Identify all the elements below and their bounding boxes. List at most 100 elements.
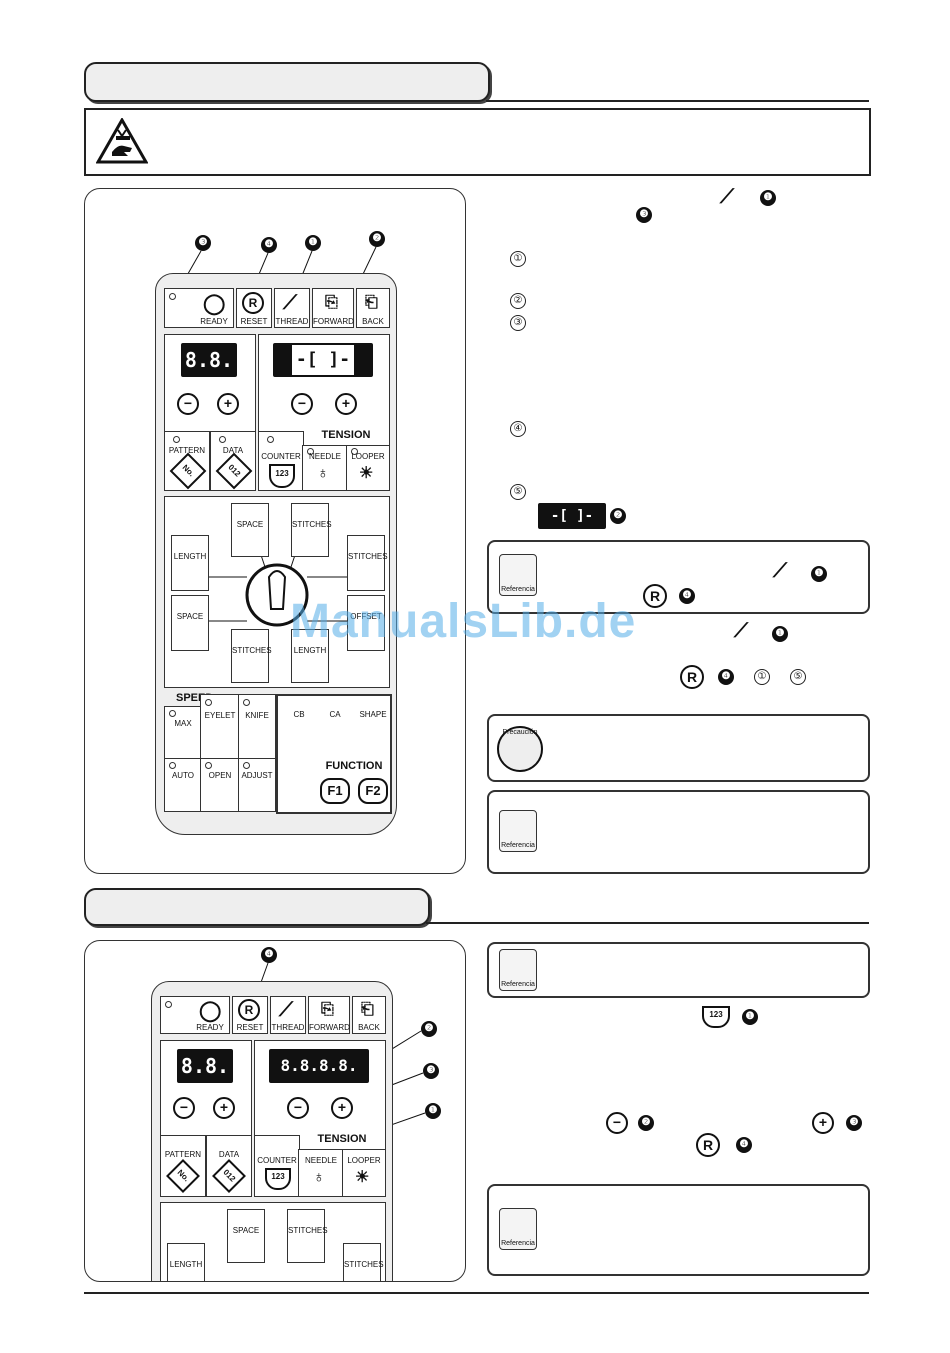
looper-tension-icon[interactable]: ☀	[359, 465, 374, 482]
data-display-text: -[ ]-	[291, 345, 355, 375]
reset-button[interactable]: R	[242, 292, 264, 314]
knife-led	[243, 699, 250, 706]
max-key[interactable]: MAX	[164, 706, 202, 760]
data-minus-button[interactable]: −	[291, 393, 313, 415]
thread-label-2: THREAD	[271, 1023, 305, 1032]
counter-key[interactable]: 123	[269, 464, 295, 488]
minus-inline: −	[606, 1112, 628, 1134]
auto-key[interactable]: AUTO	[164, 758, 202, 812]
counter-plus-button[interactable]: +	[331, 1097, 353, 1119]
back-icon[interactable]: ⎗	[365, 294, 378, 311]
caution-note: Precaución	[487, 714, 870, 782]
stitches-top-key-2[interactable]: STITCHES	[287, 1209, 328, 1263]
looper-tension-icon-2[interactable]: ☀	[355, 1169, 370, 1186]
operation-panel-figure-2: ❹ ❷ ❸ ❶ ◯ READY R RESET ⟋ THREAD ⎘ FORWA…	[84, 940, 466, 1282]
stitches-top-key[interactable]: STITCHES	[291, 503, 332, 557]
inline-display: -[ ]-	[538, 503, 606, 529]
back-cell-2: ⎗ BACK	[352, 996, 386, 1034]
pattern-plus-button-2[interactable]: +	[213, 1097, 235, 1119]
needle-key-cell-2: NEEDLE ♁	[298, 1149, 344, 1197]
callout-inline-1a: ❶	[760, 190, 776, 206]
counter-key-2[interactable]: 123	[265, 1168, 291, 1190]
length-left-key-2[interactable]: LENGTH	[167, 1243, 205, 1281]
adjust-led	[243, 762, 250, 769]
forward-icon-2[interactable]: ⎘	[321, 1001, 334, 1018]
knife-key[interactable]: KNIFE	[238, 694, 276, 760]
data-key[interactable]: 012	[215, 452, 253, 490]
data-key-2[interactable]: 012	[212, 1159, 246, 1193]
reset-button-2[interactable]: R	[238, 999, 260, 1021]
data-plus-button[interactable]: +	[335, 393, 357, 415]
precaucion-icon-label: Precaución	[502, 729, 538, 736]
ready-icon-2[interactable]: ◯	[199, 1000, 222, 1022]
knife-label: KNIFE	[245, 711, 269, 720]
space-top-key-2[interactable]: SPACE	[227, 1209, 265, 1263]
function-label: FUNCTION	[325, 760, 383, 772]
referencia-icon-label: Referencia	[501, 1240, 535, 1247]
ready-icon[interactable]: ◯	[203, 293, 226, 315]
stitches-right-label: STITCHES	[348, 552, 388, 561]
counter-icon-inline: 123	[702, 1006, 730, 1028]
pattern-minus-button-2[interactable]: −	[173, 1097, 195, 1119]
back-icon-2[interactable]: ⎗	[361, 1001, 374, 1018]
forward-icon[interactable]: ⎘	[325, 294, 338, 311]
callout-inline-2b: ❷	[638, 1115, 654, 1131]
open-key[interactable]: OPEN	[200, 758, 240, 812]
needle-tension-icon[interactable]: ♁	[317, 465, 329, 482]
eyelet-label: EYELET	[204, 711, 236, 720]
section-2-rule	[426, 922, 869, 924]
reference-note-3: Referencia	[487, 942, 870, 998]
tension-label: TENSION	[321, 429, 371, 441]
space-top-key[interactable]: SPACE	[231, 503, 269, 557]
pattern-number-display: 8.8.	[181, 343, 237, 377]
precaucion-icon: Precaución	[497, 726, 543, 772]
ready-cell: ◯ READY	[164, 288, 234, 328]
open-label: OPEN	[208, 771, 232, 780]
offset-right-key[interactable]: OFFSET	[347, 595, 385, 651]
cb-label[interactable]: CB	[293, 710, 305, 719]
tension-label-2: TENSION	[317, 1133, 367, 1145]
pattern-plus-button[interactable]: +	[217, 393, 239, 415]
reference-note-2: Referencia	[487, 790, 870, 874]
pattern-key-cell: PATTERN No.	[164, 431, 210, 491]
data-label-2: DATA	[218, 1150, 240, 1159]
pattern-key[interactable]: No.	[169, 452, 207, 490]
counter-minus-button[interactable]: −	[287, 1097, 309, 1119]
eyelet-key[interactable]: EYELET	[200, 694, 240, 760]
section-2-title-tab	[84, 888, 430, 926]
needle-tension-icon-2[interactable]: ♁	[313, 1169, 325, 1186]
thread-icon[interactable]: ⟋	[283, 292, 297, 314]
reset-inline-1: R	[643, 584, 667, 608]
pattern-minus-button[interactable]: −	[177, 393, 199, 415]
ready-label-2: READY	[196, 1023, 224, 1032]
hand-caution-icon	[96, 118, 148, 164]
back-cell: ⎗ BACK	[356, 288, 390, 328]
reference-note-1: Referencia ⟋ ❶ R ❹	[487, 540, 870, 614]
data-display: -[ ]-	[273, 343, 373, 377]
callout-2-fig2: ❷	[421, 1021, 437, 1037]
length-left-key[interactable]: LENGTH	[171, 535, 209, 591]
looper-led	[351, 448, 358, 455]
pattern-key-2[interactable]: No.	[166, 1159, 200, 1193]
shape-label[interactable]: SHAPE	[359, 710, 387, 719]
adjust-key[interactable]: ADJUST	[238, 758, 276, 812]
stitches-right-key[interactable]: STITCHES	[347, 535, 388, 591]
data-key-cell-2: DATA 012	[206, 1135, 252, 1197]
reset-inline-2: R	[680, 665, 704, 689]
stitches-bottom-key[interactable]: STITCHES	[231, 629, 272, 683]
f2-button[interactable]: F2	[358, 778, 388, 804]
ca-label[interactable]: CA	[329, 710, 341, 719]
length-bottom-key[interactable]: LENGTH	[291, 629, 329, 683]
shape-parameter-area-2: SPACE STITCHES LENGTH STITCHES	[160, 1202, 386, 1281]
space-left-key[interactable]: SPACE	[171, 595, 209, 651]
counter-key-cell-2: COUNTER 123	[254, 1135, 300, 1197]
f1-button[interactable]: F1	[320, 778, 350, 804]
counter-led	[267, 436, 274, 443]
step-5: ⑤	[510, 484, 526, 500]
section-1-title-tab	[84, 62, 490, 102]
step-2: ②	[510, 293, 526, 309]
adjust-label: ADJUST	[241, 771, 273, 780]
thread-icon-2[interactable]: ⟋	[279, 999, 293, 1021]
stitches-right-key-2[interactable]: STITCHES	[343, 1243, 384, 1281]
forward-label: FORWARD	[313, 317, 354, 326]
